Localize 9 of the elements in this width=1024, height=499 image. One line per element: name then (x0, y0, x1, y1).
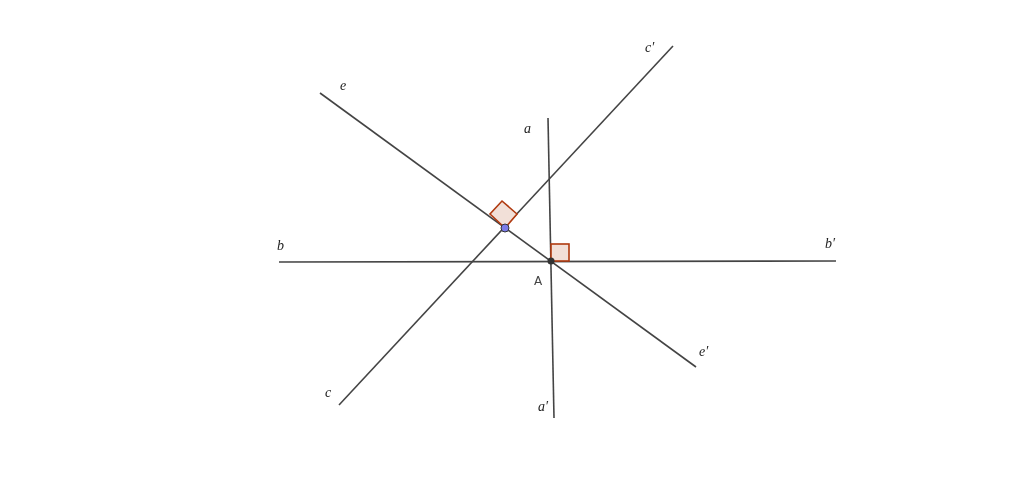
line-label: c (325, 385, 332, 401)
line-label: e′ (699, 344, 709, 360)
line-label: b (277, 238, 284, 254)
line-label: a (524, 121, 531, 137)
line-label: c′ (645, 40, 655, 56)
line-label: e (340, 78, 347, 94)
line-label: b′ (825, 236, 836, 252)
point-label: A (534, 273, 543, 289)
line-label: a′ (538, 399, 549, 415)
